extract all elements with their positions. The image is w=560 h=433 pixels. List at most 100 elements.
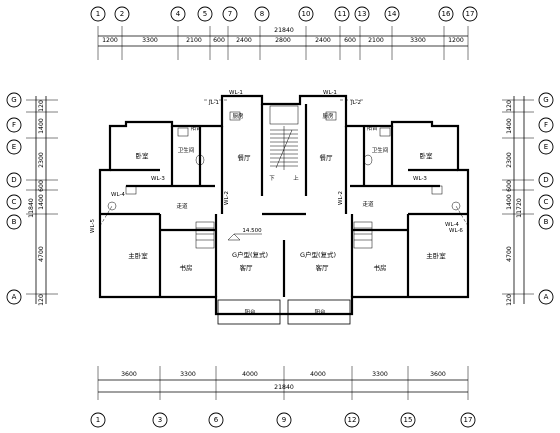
tag-wl3-left: WL-3	[151, 176, 165, 182]
axis-left-0: G	[11, 96, 16, 104]
tag-wl1-left: WL-1	[229, 90, 243, 96]
left-dim-5: 4700	[38, 246, 45, 262]
axis-top-9: 14	[388, 10, 397, 18]
axis-top-5: 8	[260, 10, 264, 18]
bottom-dim-0: 3600	[121, 371, 137, 378]
room-toilet-left: 卫生间	[178, 146, 195, 154]
room-study-right: 书房	[374, 263, 387, 272]
top-dim-1: 3300	[142, 37, 158, 44]
right-dim-2: 2300	[506, 152, 513, 168]
room-dining-left: 餐厅	[238, 153, 252, 162]
top-dimensions: 21840 1200 3300 2100 600 2400 2800 2400 …	[97, 26, 469, 60]
top-dim-2: 2100	[186, 37, 202, 44]
axis-bottom-6: 17	[464, 416, 473, 424]
axis-right-6: A	[544, 293, 549, 301]
right-dim-0: 120	[506, 100, 513, 112]
left-dim-0: 120	[38, 100, 45, 112]
axis-left-5: B	[12, 218, 17, 226]
top-axis-bubbles: 1 2 4 5 7 8 10 11 13 14 16 17	[90, 6, 478, 22]
room-master-right: 主卧室	[426, 251, 446, 260]
stair-down-label: 下	[269, 175, 275, 182]
axis-top-2: 4	[176, 10, 181, 18]
axis-bottom-2: 6	[214, 416, 219, 424]
bottom-dim-1: 3300	[180, 371, 196, 378]
bottom-dim-2: 4000	[242, 371, 258, 378]
axis-top-1: 2	[120, 10, 124, 18]
right-dim-1: 1400	[506, 118, 513, 134]
right-axis-bubbles: G F E D C B A	[538, 92, 554, 305]
room-living-right: 客厅	[316, 263, 330, 272]
axis-right-0: G	[543, 96, 548, 104]
top-dim-0: 1200	[102, 37, 118, 44]
study-stairs	[195, 221, 373, 249]
room-study-left: 书房	[180, 263, 193, 272]
axis-left-3: D	[11, 176, 16, 184]
room-balcony-right-bottom: 阳台	[314, 308, 326, 316]
bottom-dim-4: 3300	[372, 371, 388, 378]
axis-right-3: D	[543, 176, 548, 184]
top-dim-10: 1200	[448, 37, 464, 44]
bottom-balconies	[217, 299, 351, 325]
axis-right-1: F	[544, 121, 548, 129]
room-living-left: 客厅	[240, 263, 254, 272]
stair-treads	[269, 105, 299, 170]
room-bedroom-left: 卧室	[136, 151, 150, 160]
tag-jl2-right: JL-2	[350, 100, 361, 106]
axis-right-2: E	[544, 143, 548, 151]
top-dim-8: 2100	[368, 37, 384, 44]
top-dim-4: 2400	[236, 37, 252, 44]
tag-wl4-right: WL-4	[445, 222, 459, 228]
top-dim-9: 3300	[410, 37, 426, 44]
axis-top-7: 11	[338, 10, 347, 18]
room-kitchen-left: 厨房	[232, 112, 244, 120]
room-toilet-right: 卫生间	[372, 146, 389, 154]
tag-wl1-right: WL-1	[323, 90, 337, 96]
room-balcony-right-top: 阳台	[366, 124, 378, 132]
room-balcony-left-top: 阳台	[190, 124, 202, 132]
room-labels: 卧室 卧室 餐厅 餐厅 阳台 阳台 卫生间 卫生间 厨房 厨房 走道 走道 主卧…	[128, 112, 446, 316]
room-kitchen-right: 厨房	[322, 112, 334, 120]
axis-bottom-4: 12	[348, 416, 357, 424]
left-dim-4: 1400	[38, 194, 45, 210]
pipe-lines	[99, 99, 469, 227]
top-dim-5: 2800	[275, 37, 291, 44]
top-dim-6: 2400	[315, 37, 331, 44]
axis-top-11: 17	[466, 10, 475, 18]
unit-type-left: G户型(复式)	[232, 250, 268, 259]
tag-wl3-right: WL-3	[413, 176, 427, 182]
right-total-dim: 11720	[516, 198, 523, 218]
left-dim-1: 1400	[38, 118, 45, 134]
plan-walls	[98, 94, 470, 316]
bottom-dim-5: 3600	[430, 371, 446, 378]
axis-right-4: C	[544, 198, 549, 206]
tag-wl2-right: WL-2	[338, 191, 344, 205]
axis-left-2: E	[12, 143, 16, 151]
right-dim-4: 1400	[506, 194, 513, 210]
right-dim-3: 600	[506, 180, 513, 192]
elevation-value: 14.500	[242, 228, 262, 234]
fixtures	[107, 111, 461, 211]
bottom-total-dim: 21840	[274, 384, 294, 391]
axis-top-3: 5	[203, 10, 207, 18]
left-dim-2: 2300	[38, 152, 45, 168]
right-dim-5: 4700	[506, 246, 513, 262]
bottom-dimensions: 3600 3300 4000 4000 3300 3600 21840	[97, 366, 469, 400]
stair-up-label: 上	[293, 174, 299, 182]
axis-top-6: 10	[302, 10, 311, 18]
bottom-dim-3: 4000	[310, 371, 326, 378]
elevation-mark: 14.500	[227, 228, 262, 241]
axis-top-8: 13	[358, 10, 367, 18]
axis-bottom-0: 1	[96, 416, 100, 424]
axis-bottom-1: 3	[158, 416, 162, 424]
axis-left-4: C	[12, 198, 17, 206]
axis-top-4: 7	[228, 10, 232, 18]
tag-wl2-left: WL-2	[224, 191, 230, 205]
left-dim-3: 600	[38, 180, 45, 192]
tag-wl6-right: WL-6	[449, 228, 463, 234]
room-master-left: 主卧室	[128, 251, 148, 260]
top-dim-3: 600	[213, 37, 225, 44]
left-dimensions: 11840 120 1400 2300 600 1400 4700 120	[26, 96, 58, 306]
axis-bottom-3: 9	[282, 416, 286, 424]
axis-left-1: F	[12, 121, 16, 129]
